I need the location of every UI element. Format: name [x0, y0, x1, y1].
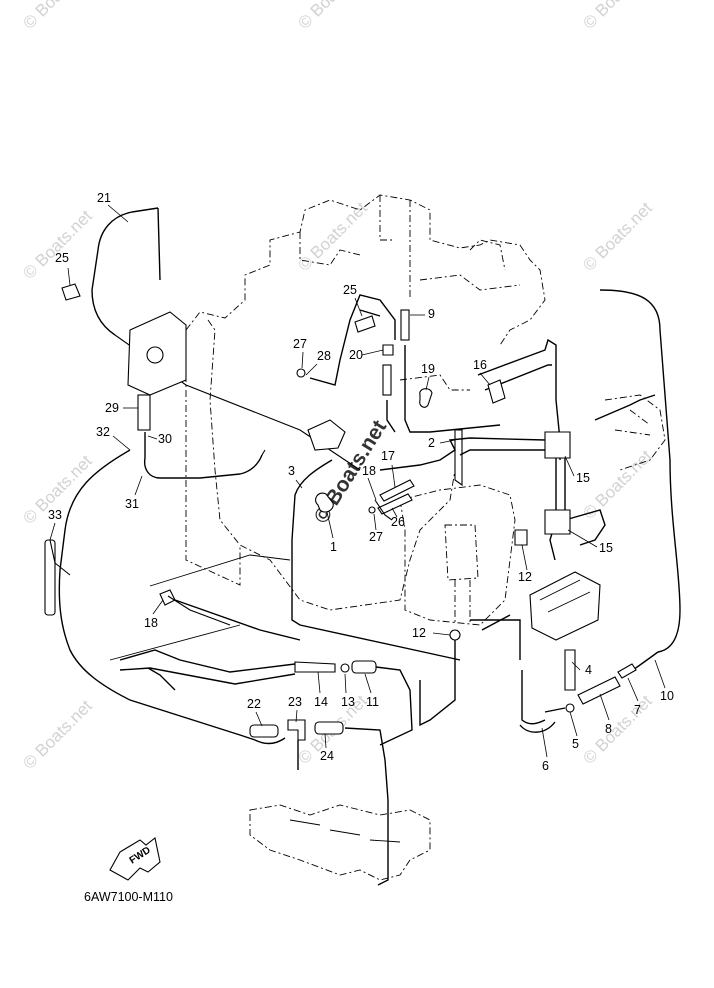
watermark: © Boats.net	[294, 0, 371, 33]
callout-9: 9	[428, 307, 435, 321]
callout-24: 24	[320, 749, 334, 763]
callout-27a: 27	[293, 337, 307, 351]
watermark: © Boats.net	[19, 0, 96, 33]
callout-13: 13	[341, 695, 355, 709]
engine-outline	[109, 194, 666, 881]
watermark: © Boats.net	[579, 446, 656, 523]
callout-29: 29	[105, 401, 119, 415]
callout-10: 10	[660, 689, 674, 703]
callout-2: 2	[428, 436, 435, 450]
callout-5: 5	[572, 737, 579, 751]
hose-layer	[44, 207, 681, 886]
callout-25b: 25	[343, 283, 357, 297]
callout-6: 6	[542, 759, 549, 773]
callout-31: 31	[125, 497, 139, 511]
callout-7: 7	[634, 703, 641, 717]
callout-23: 23	[288, 695, 302, 709]
callout-16: 16	[473, 358, 487, 372]
callout-26: 26	[391, 515, 405, 529]
callout-8: 8	[605, 722, 612, 736]
callout-3: 3	[288, 464, 295, 478]
callout-30: 30	[158, 432, 172, 446]
callout-22: 22	[247, 697, 261, 711]
diagram-code: 6AW7100-M110	[84, 890, 173, 904]
watermark: © Boats.net	[579, 0, 656, 33]
callout-33: 33	[48, 508, 62, 522]
callout-15a: 15	[576, 471, 590, 485]
callout-28: 28	[317, 349, 331, 363]
callout-14: 14	[314, 695, 328, 709]
callout-25a: 25	[55, 251, 69, 265]
callout-21: 21	[97, 191, 111, 205]
watermark: © Boats.net	[19, 206, 96, 283]
watermark: © Boats.net	[579, 198, 656, 275]
leader-lines	[49, 204, 666, 758]
watermark-layer: © Boats.net © Boats.net © Boats.net © Bo…	[19, 0, 656, 773]
callout-1: 1	[330, 540, 337, 554]
fwd-arrow: FWD	[109, 837, 161, 881]
callout-32: 32	[96, 425, 110, 439]
callout-18a: 18	[362, 464, 376, 478]
callout-19: 19	[421, 362, 435, 376]
watermark: © Boats.net	[19, 696, 96, 773]
callout-4: 4	[585, 663, 592, 677]
callout-27b: 27	[369, 530, 383, 544]
callout-12a: 12	[518, 570, 532, 584]
callout-layer: 1 2 3 4 5 6 7 8 9 10 11 12 12 13 14 15 1…	[48, 191, 674, 773]
watermark: © Boats.net	[579, 691, 656, 768]
callout-11: 11	[366, 695, 379, 709]
callout-15b: 15	[599, 541, 613, 555]
callout-20: 20	[349, 348, 363, 362]
callout-12b: 12	[412, 626, 426, 640]
callout-17: 17	[381, 449, 395, 463]
callout-18b: 18	[144, 616, 158, 630]
